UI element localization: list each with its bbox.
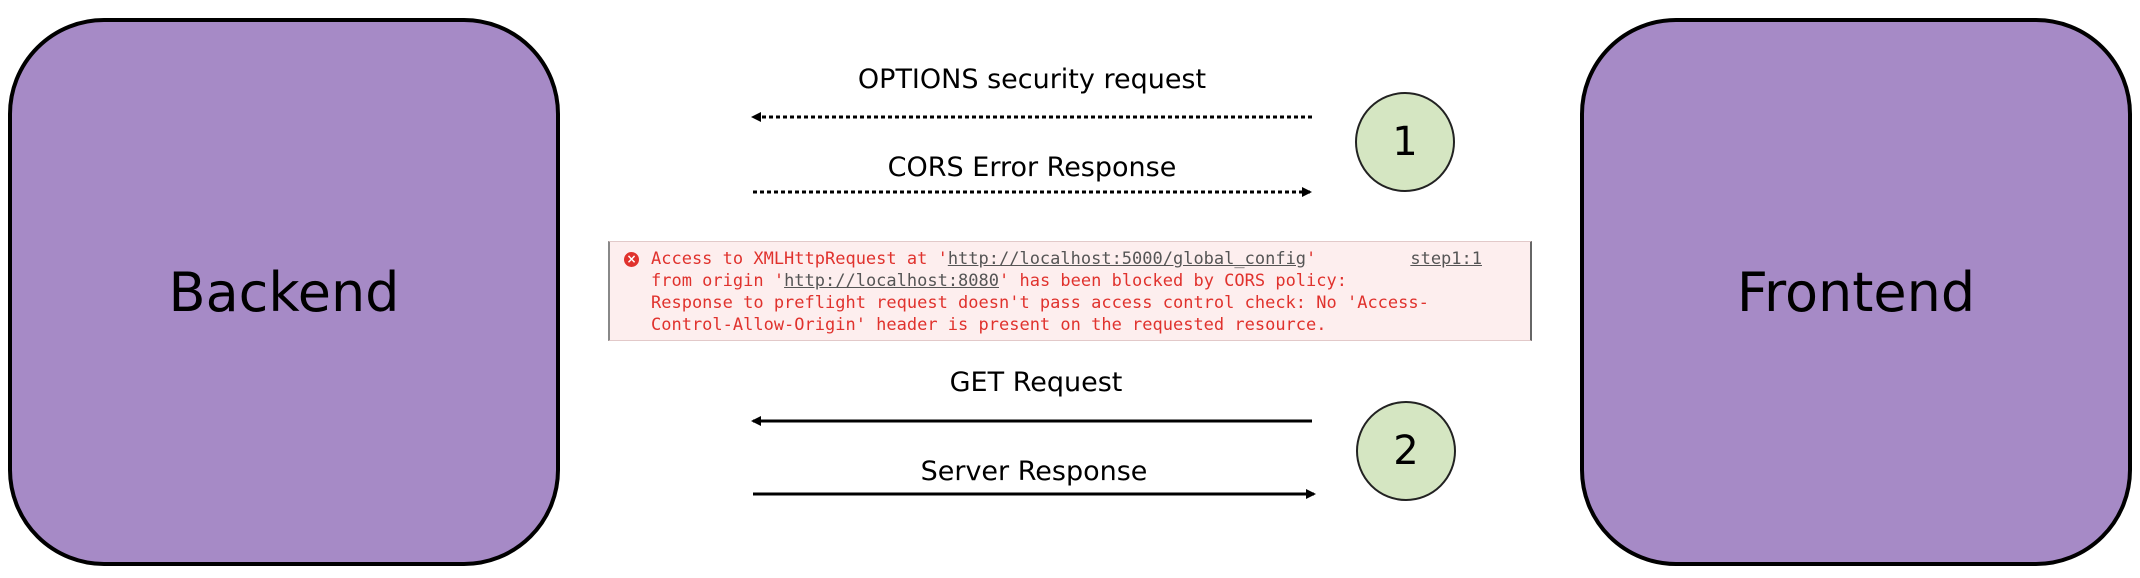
- frontend-node: Frontend: [1580, 18, 2132, 566]
- error-line-3: Response to preflight request doesn't pa…: [651, 293, 1429, 313]
- cors-error-response-label: CORS Error Response: [887, 152, 1177, 183]
- console-error-message: × Access to XMLHttpRequest at 'http://lo…: [608, 241, 1532, 341]
- backend-node: Backend: [8, 18, 560, 566]
- step-2-badge: 2: [1356, 401, 1456, 501]
- error-line-1-text: Access to XMLHttpRequest at ': [651, 249, 948, 269]
- error-icon: ×: [624, 252, 639, 267]
- backend-label: Backend: [168, 260, 400, 324]
- frontend-label: Frontend: [1736, 260, 1976, 324]
- error-origin-link[interactable]: http://localhost:8080: [784, 271, 999, 291]
- error-line-2-text: from origin ': [651, 271, 785, 291]
- error-line-1-end: ': [1306, 249, 1317, 269]
- error-url-link[interactable]: http://localhost:5000/global_config: [947, 249, 1307, 269]
- error-text: Access to XMLHttpRequest at 'http://loca…: [651, 248, 1491, 336]
- get-request-label: GET Request: [949, 367, 1123, 398]
- error-line-4: Control-Allow-Origin' header is present …: [651, 315, 1327, 335]
- error-line-2-end: ' has been blocked by CORS policy:: [999, 271, 1347, 291]
- error-source-link[interactable]: step1:1: [1410, 249, 1482, 269]
- options-request-label: OPTIONS security request: [857, 64, 1207, 95]
- server-response-label: Server Response: [920, 456, 1148, 487]
- step-1-badge: 1: [1355, 92, 1455, 192]
